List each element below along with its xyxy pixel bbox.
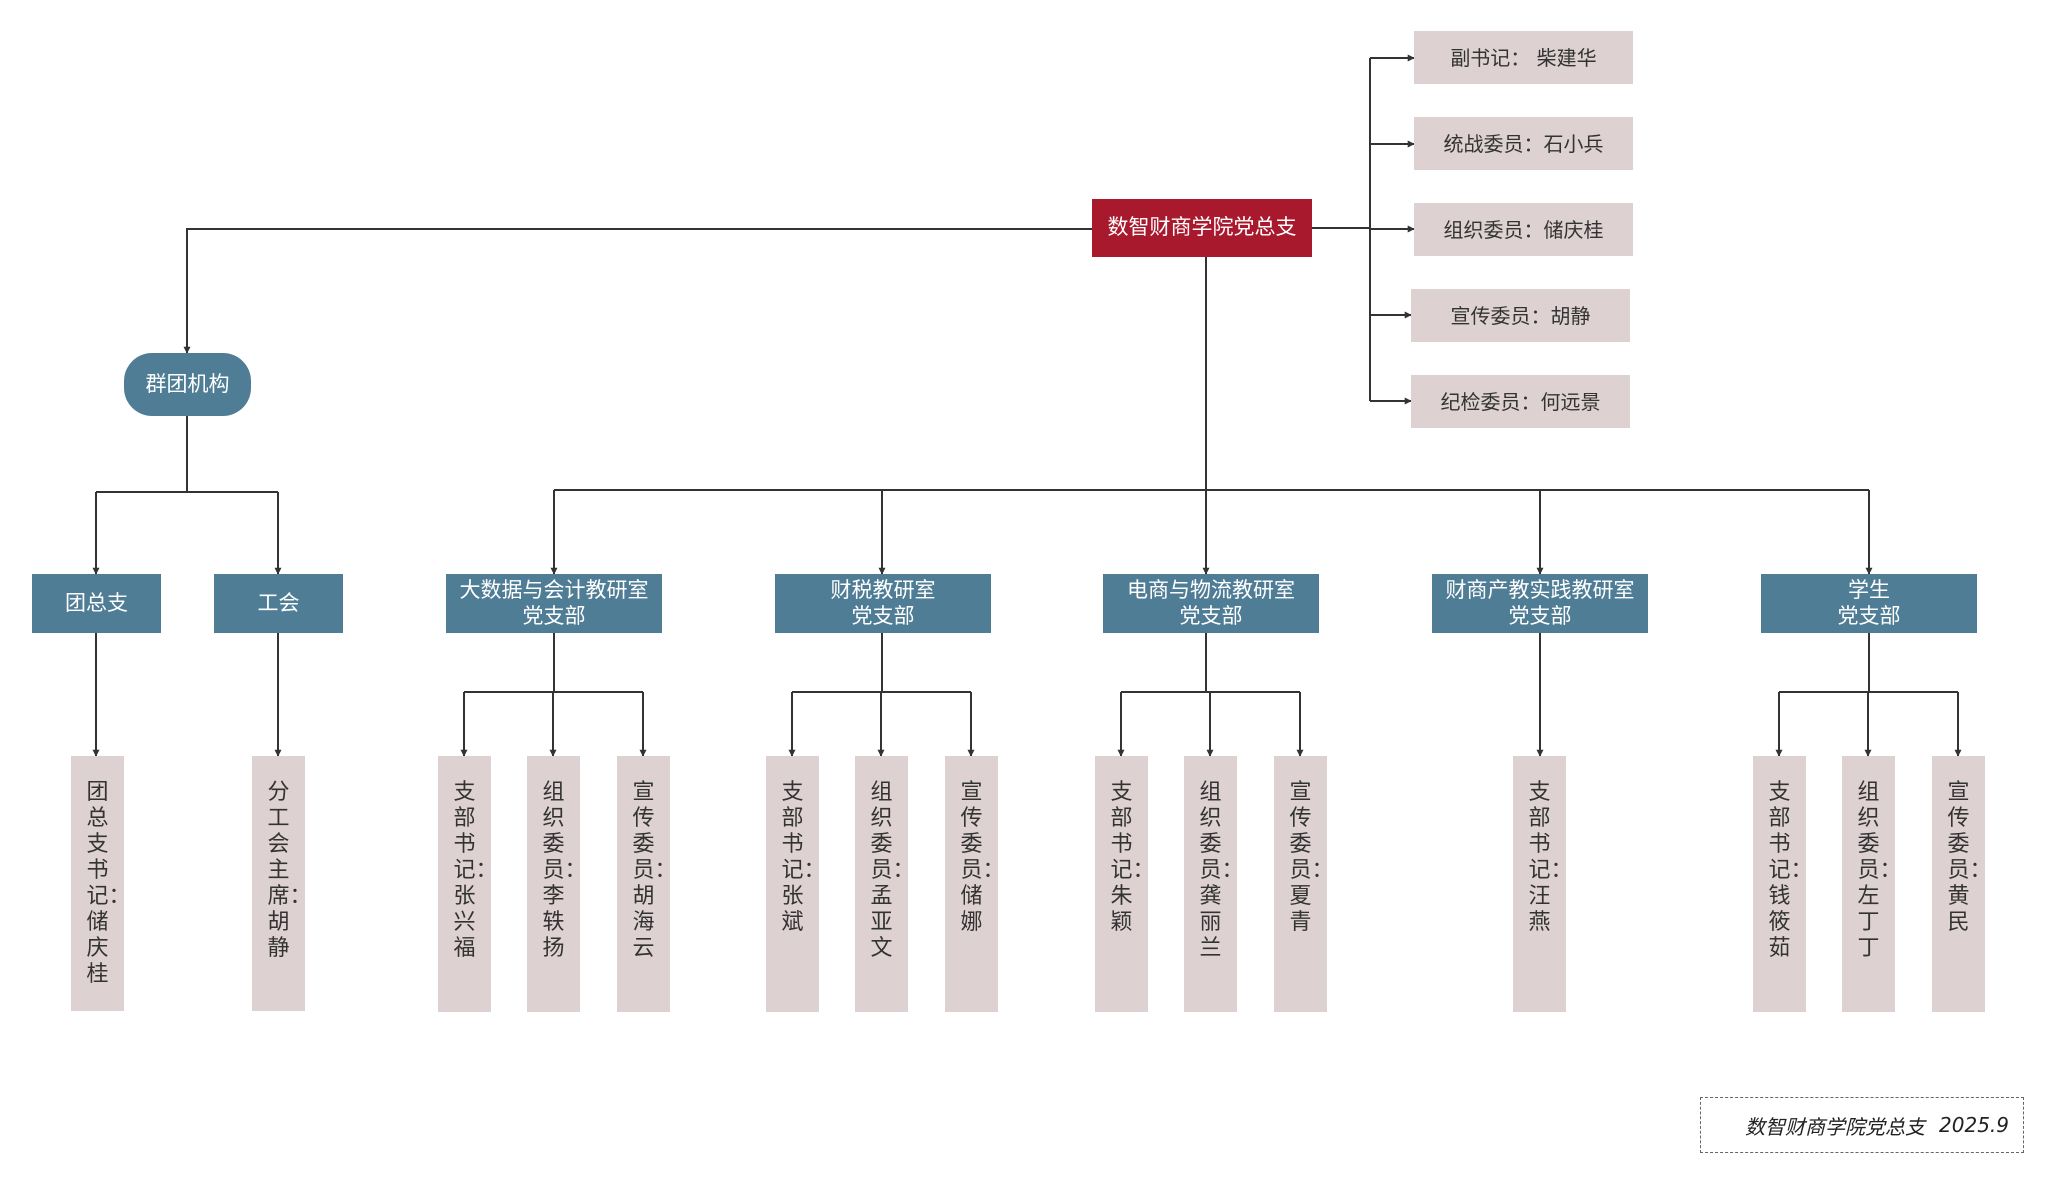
branch-label-line2: 党支部 [522,603,586,628]
member-branch-secretary[interactable]: 支部书记：张兴福 [438,756,498,1012]
member-label: 组织委员：龚丽兰 [1199,780,1244,961]
mass-org-node[interactable]: 群团机构 [124,353,251,416]
officer-publicity[interactable]: 宣传委员：胡静 [1411,289,1630,342]
member-publicity[interactable]: 宣传委员：胡海云 [617,756,677,1012]
branch-ecommerce-logistics[interactable]: 电商与物流教研室党支部 [1103,574,1319,633]
member-branch-secretary[interactable]: 支部书记：张斌 [766,756,826,1012]
branch-industry-practice[interactable]: 财商产教实践教研室党支部 [1432,574,1648,633]
member-publicity[interactable]: 宣传委员：夏青 [1274,756,1334,1012]
member-label: 支部书记：张斌 [781,780,826,935]
officer-discipline[interactable]: 纪检委员：何远景 [1411,375,1630,428]
member-branch-secretary[interactable]: 支部书记：钱筱茹 [1753,756,1813,1012]
branch-finance-tax[interactable]: 财税教研室党支部 [775,574,991,633]
member-label: 分工会主席：胡静 [267,780,312,961]
branch-label-line1: 大数据与会计教研室 [459,577,649,602]
member-union-chair[interactable]: 分工会主席：胡静 [252,756,312,1011]
member-organization[interactable]: 组织委员：李轶扬 [527,756,587,1012]
officer-organization[interactable]: 组织委员：储庆桂 [1414,203,1633,256]
footer-date: 2025.9 [1939,1113,2009,1137]
member-youth-league-secretary[interactable]: 团总支书记：储庆桂 [71,756,131,1011]
member-publicity[interactable]: 宣传委员：黄民 [1932,756,1992,1012]
member-organization[interactable]: 组织委员：孟亚文 [855,756,915,1012]
branch-label-line2: 党支部 [1837,603,1901,628]
footer-stamp: 数智财商学院党总支 2025.9 [1700,1097,2024,1153]
member-label: 支部书记：张兴福 [453,780,498,961]
member-organization[interactable]: 组织委员：左丁丁 [1842,756,1902,1012]
member-label: 宣传委员：胡海云 [632,780,677,961]
officer-deputy-secretary[interactable]: 副书记： 柴建华 [1414,31,1633,84]
branch-label-line1: 财商产教实践教研室 [1445,577,1635,602]
branch-label-line1: 电商与物流教研室 [1127,577,1295,602]
branch-label-line2: 党支部 [851,603,915,628]
member-label: 宣传委员：夏青 [1289,780,1334,935]
unit-youth-league[interactable]: 团总支 [32,574,161,633]
member-label: 支部书记：汪燕 [1528,780,1573,935]
branch-bigdata-accounting[interactable]: 大数据与会计教研室党支部 [446,574,662,633]
footer-org: 数智财商学院党总支 [1745,1114,1926,1139]
officer-united-front[interactable]: 统战委员：石小兵 [1414,117,1633,170]
member-organization[interactable]: 组织委员：龚丽兰 [1184,756,1244,1012]
member-label: 组织委员：左丁丁 [1857,780,1902,961]
member-branch-secretary[interactable]: 支部书记：朱颖 [1095,756,1155,1012]
member-branch-secretary[interactable]: 支部书记：汪燕 [1513,756,1573,1012]
branch-student[interactable]: 学生党支部 [1761,574,1977,633]
member-label: 宣传委员：储娜 [960,780,1005,935]
branch-label-line1: 财税教研室 [830,577,936,602]
member-label: 支部书记：朱颖 [1110,780,1155,935]
member-label: 团总支书记：储庆桂 [86,780,131,987]
connector-root-mass-org [183,228,1092,354]
member-label: 组织委员：孟亚文 [870,780,915,961]
branch-label-line2: 党支部 [1508,603,1572,628]
member-label: 支部书记：钱筱茹 [1768,780,1813,961]
member-label: 组织委员：李轶扬 [542,780,587,961]
member-label: 宣传委员：黄民 [1947,780,1992,935]
unit-trade-union[interactable]: 工会 [214,574,343,633]
member-publicity[interactable]: 宣传委员：储娜 [945,756,1005,1012]
branch-label-line2: 党支部 [1179,603,1243,628]
root-node[interactable]: 数智财商学院党总支 [1092,199,1312,257]
branch-label-line1: 学生 [1848,577,1890,602]
